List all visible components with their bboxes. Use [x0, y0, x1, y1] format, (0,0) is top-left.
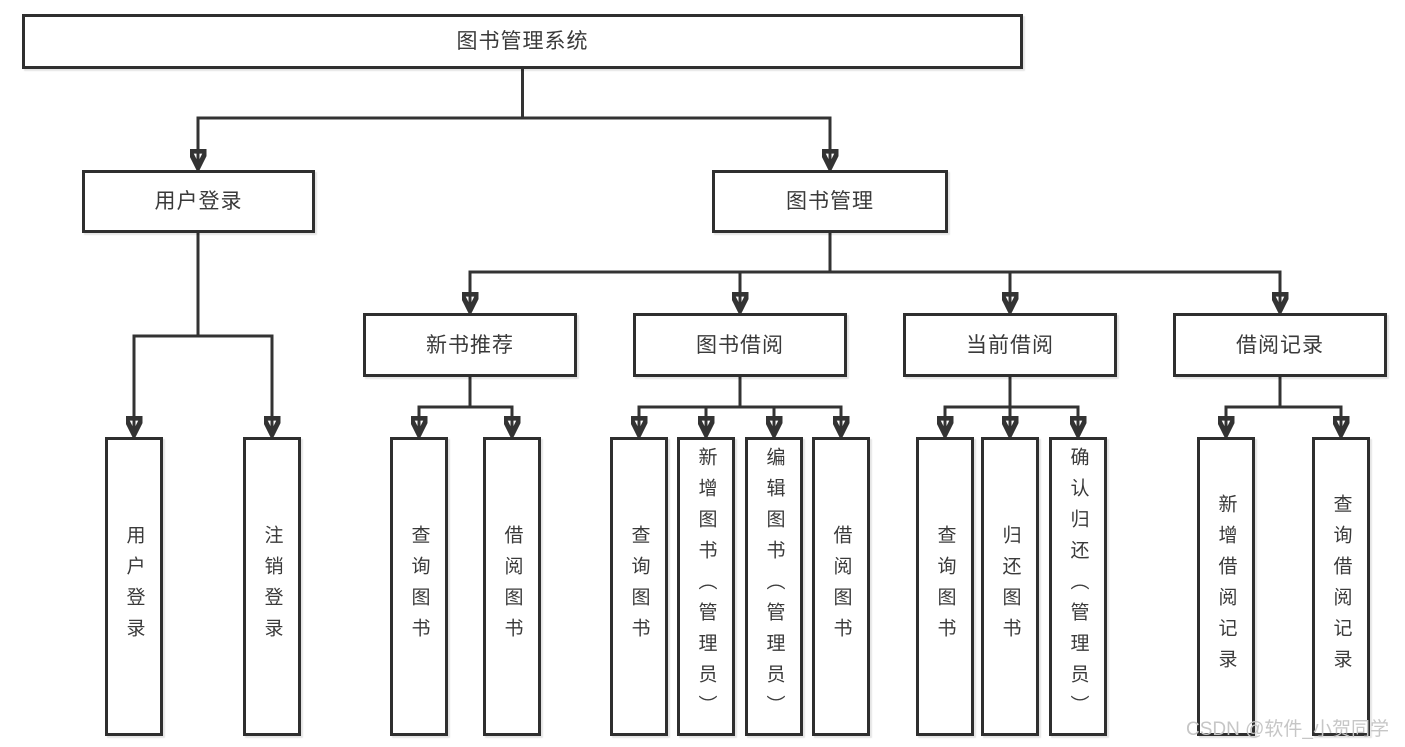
node-label: 编辑图书（管理员） — [763, 447, 785, 726]
node-user-login: 用户登录 — [82, 170, 315, 233]
node-label: 查询借阅记录 — [1330, 493, 1352, 680]
node-label: 借阅图书 — [501, 524, 523, 649]
leaf-query-borrow-record: 查询借阅记录 — [1312, 437, 1370, 736]
node-label: 查询图书 — [628, 524, 650, 649]
leaf-confirm-return-admin: 确认归还（管理员） — [1049, 437, 1107, 736]
leaf-query-books-current: 查询图书 — [916, 437, 974, 736]
csdn-watermark: CSDN @软件_小贺同学 — [1186, 719, 1389, 740]
node-label: 图书借阅 — [696, 333, 784, 357]
node-label: 用户登录 — [154, 190, 243, 213]
leaf-add-book-admin: 新增图书（管理员） — [677, 437, 735, 736]
node-label: 查询图书 — [408, 524, 430, 649]
node-label: 确认归还（管理员） — [1067, 447, 1089, 726]
leaf-query-books-recommend: 查询图书 — [390, 437, 448, 736]
node-label: 图书管理 — [786, 190, 874, 213]
leaf-return-books: 归还图书 — [981, 437, 1039, 736]
node-label: 查询图书 — [934, 524, 956, 649]
node-label: 借阅图书 — [830, 524, 852, 649]
node-book-management: 图书管理 — [712, 170, 948, 233]
leaf-edit-book-admin: 编辑图书（管理员） — [745, 437, 803, 736]
node-label: 新增借阅记录 — [1215, 493, 1237, 680]
node-book-borrowing: 图书借阅 — [633, 313, 847, 377]
node-label: 注销登录 — [261, 524, 283, 649]
node-label: 归还图书 — [999, 524, 1021, 649]
node-new-book-recommendation: 新书推荐 — [363, 313, 577, 377]
node-label: 用户登录 — [123, 524, 145, 649]
leaf-borrow-books-borrowing: 借阅图书 — [812, 437, 870, 736]
node-label: 新书推荐 — [426, 333, 514, 357]
node-label: 当前借阅 — [966, 333, 1054, 357]
leaf-user-login: 用户登录 — [105, 437, 163, 736]
leaf-logout: 注销登录 — [243, 437, 301, 736]
leaf-query-books-borrowing: 查询图书 — [610, 437, 668, 736]
node-borrowing-records: 借阅记录 — [1173, 313, 1387, 377]
node-label: 图书管理系统 — [456, 30, 589, 53]
node-label: 借阅记录 — [1236, 333, 1324, 357]
node-current-borrowing: 当前借阅 — [903, 313, 1117, 377]
node-label: 新增图书（管理员） — [695, 447, 717, 726]
leaf-add-borrow-record: 新增借阅记录 — [1197, 437, 1255, 736]
node-library-system: 图书管理系统 — [22, 14, 1023, 69]
leaf-borrow-books-recommend: 借阅图书 — [483, 437, 541, 736]
